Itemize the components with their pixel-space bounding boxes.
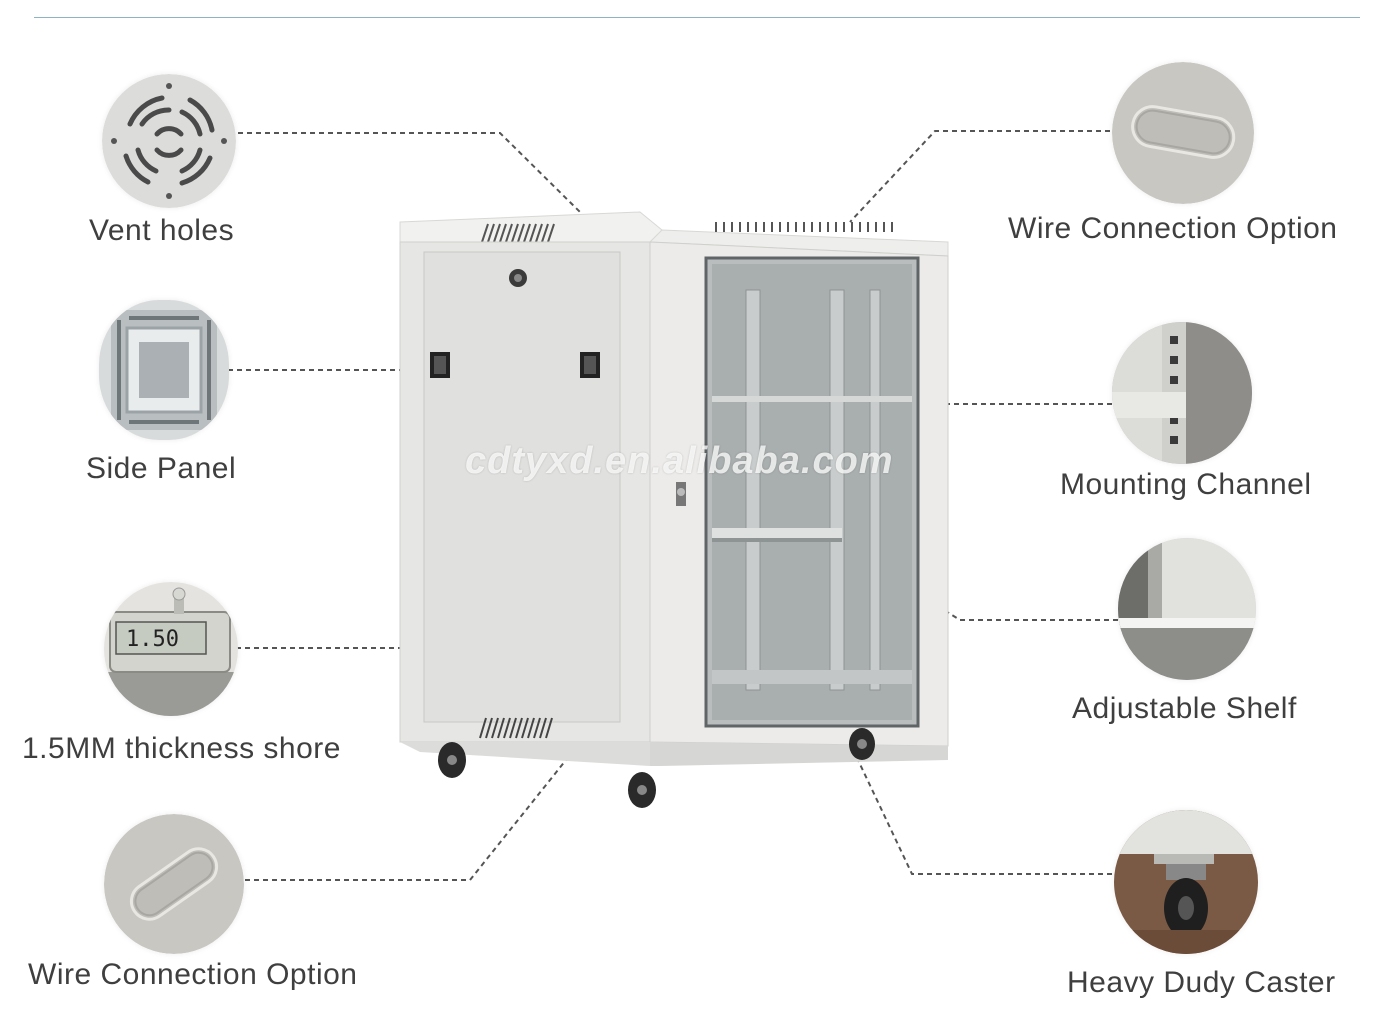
thickness-gauge-icon: 1.50 (104, 582, 238, 716)
caster-wheel-icon (1114, 810, 1258, 954)
cabinet-illustration (399, 211, 949, 808)
heavy-caster-label: Heavy Dudy Caster (1067, 966, 1336, 999)
top-divider (34, 17, 1360, 18)
wire-connection-left-label: Wire Connection Option (28, 958, 358, 991)
shelf-icon (1118, 538, 1256, 680)
adjustable-shelf-label: Adjustable Shelf (1072, 692, 1297, 725)
mounting-channel-label: Mounting Channel (1060, 468, 1312, 501)
leader-wire-right (849, 130, 1110, 223)
mounting-rail-icon (1112, 322, 1252, 464)
cable-slot-icon (1112, 62, 1254, 204)
leader-heavy-caster (857, 759, 1112, 875)
leader-wire-left (245, 754, 571, 881)
vent-fan-icon (102, 74, 236, 208)
side-panel-label: Side Panel (86, 452, 237, 485)
cable-slot-icon (104, 814, 244, 954)
thickness-label: 1.5MM thickness shore (22, 732, 341, 765)
watermark: cdtyxd.en.alibaba.com (465, 440, 894, 482)
leader-vent-holes (238, 132, 581, 213)
svg-text:1.50: 1.50 (126, 627, 179, 652)
vent-holes-label: Vent holes (89, 214, 235, 247)
wire-connection-right-label: Wire Connection Option (1008, 212, 1338, 245)
side-panel-icon (99, 300, 229, 440)
